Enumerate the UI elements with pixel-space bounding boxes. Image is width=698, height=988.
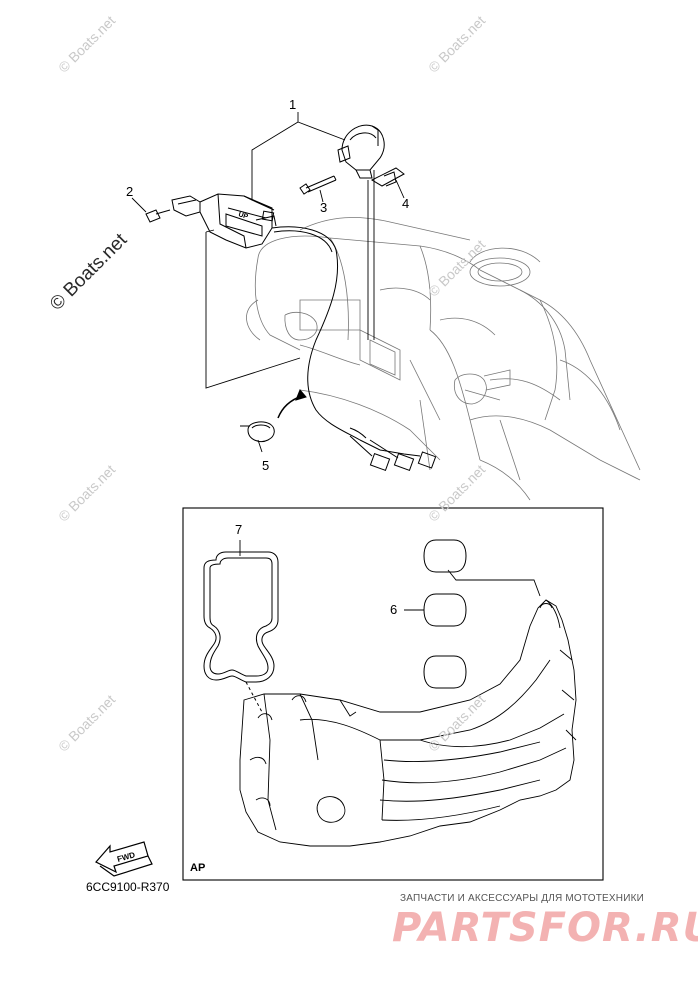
callout-1: 1 bbox=[289, 97, 297, 112]
bolt-part-3 bbox=[299, 175, 337, 195]
clamp-part-5 bbox=[240, 421, 275, 443]
engine-block bbox=[246, 217, 641, 501]
promo-tagline: ЗАПЧАСТИ И АКСЕССУАРЫ ДЛЯ МОТОТЕХНИКИ bbox=[400, 893, 645, 904]
bolt-part-2 bbox=[145, 209, 171, 223]
assembly-arrowhead bbox=[295, 389, 307, 401]
gasket-part-7 bbox=[203, 551, 279, 683]
leader-lines bbox=[131, 112, 405, 453]
callout-6: 6 bbox=[390, 602, 398, 617]
fwd-arrow-icon bbox=[95, 841, 153, 877]
collar-part-4 bbox=[370, 167, 405, 187]
callout-4: 4 bbox=[402, 196, 410, 211]
wire-harness bbox=[271, 226, 437, 472]
callout-3: 3 bbox=[320, 200, 328, 215]
part-code: 6CC9100-R370 bbox=[86, 880, 170, 894]
intake-manifold bbox=[239, 599, 577, 847]
ap-box bbox=[182, 507, 604, 881]
promo-brand-logo: PARTSFOR.RU bbox=[392, 905, 698, 951]
sensor-up-tag: UP bbox=[237, 211, 249, 221]
callout-7: 7 bbox=[235, 522, 243, 537]
holder-part-1 bbox=[337, 124, 385, 179]
callout-2: 2 bbox=[126, 184, 134, 199]
callout-5: 5 bbox=[262, 458, 270, 473]
sensor-part-1 bbox=[171, 193, 277, 249]
leader-6-link bbox=[447, 569, 541, 597]
o-rings-part-6 bbox=[423, 539, 467, 689]
ap-label: AP bbox=[190, 862, 206, 874]
